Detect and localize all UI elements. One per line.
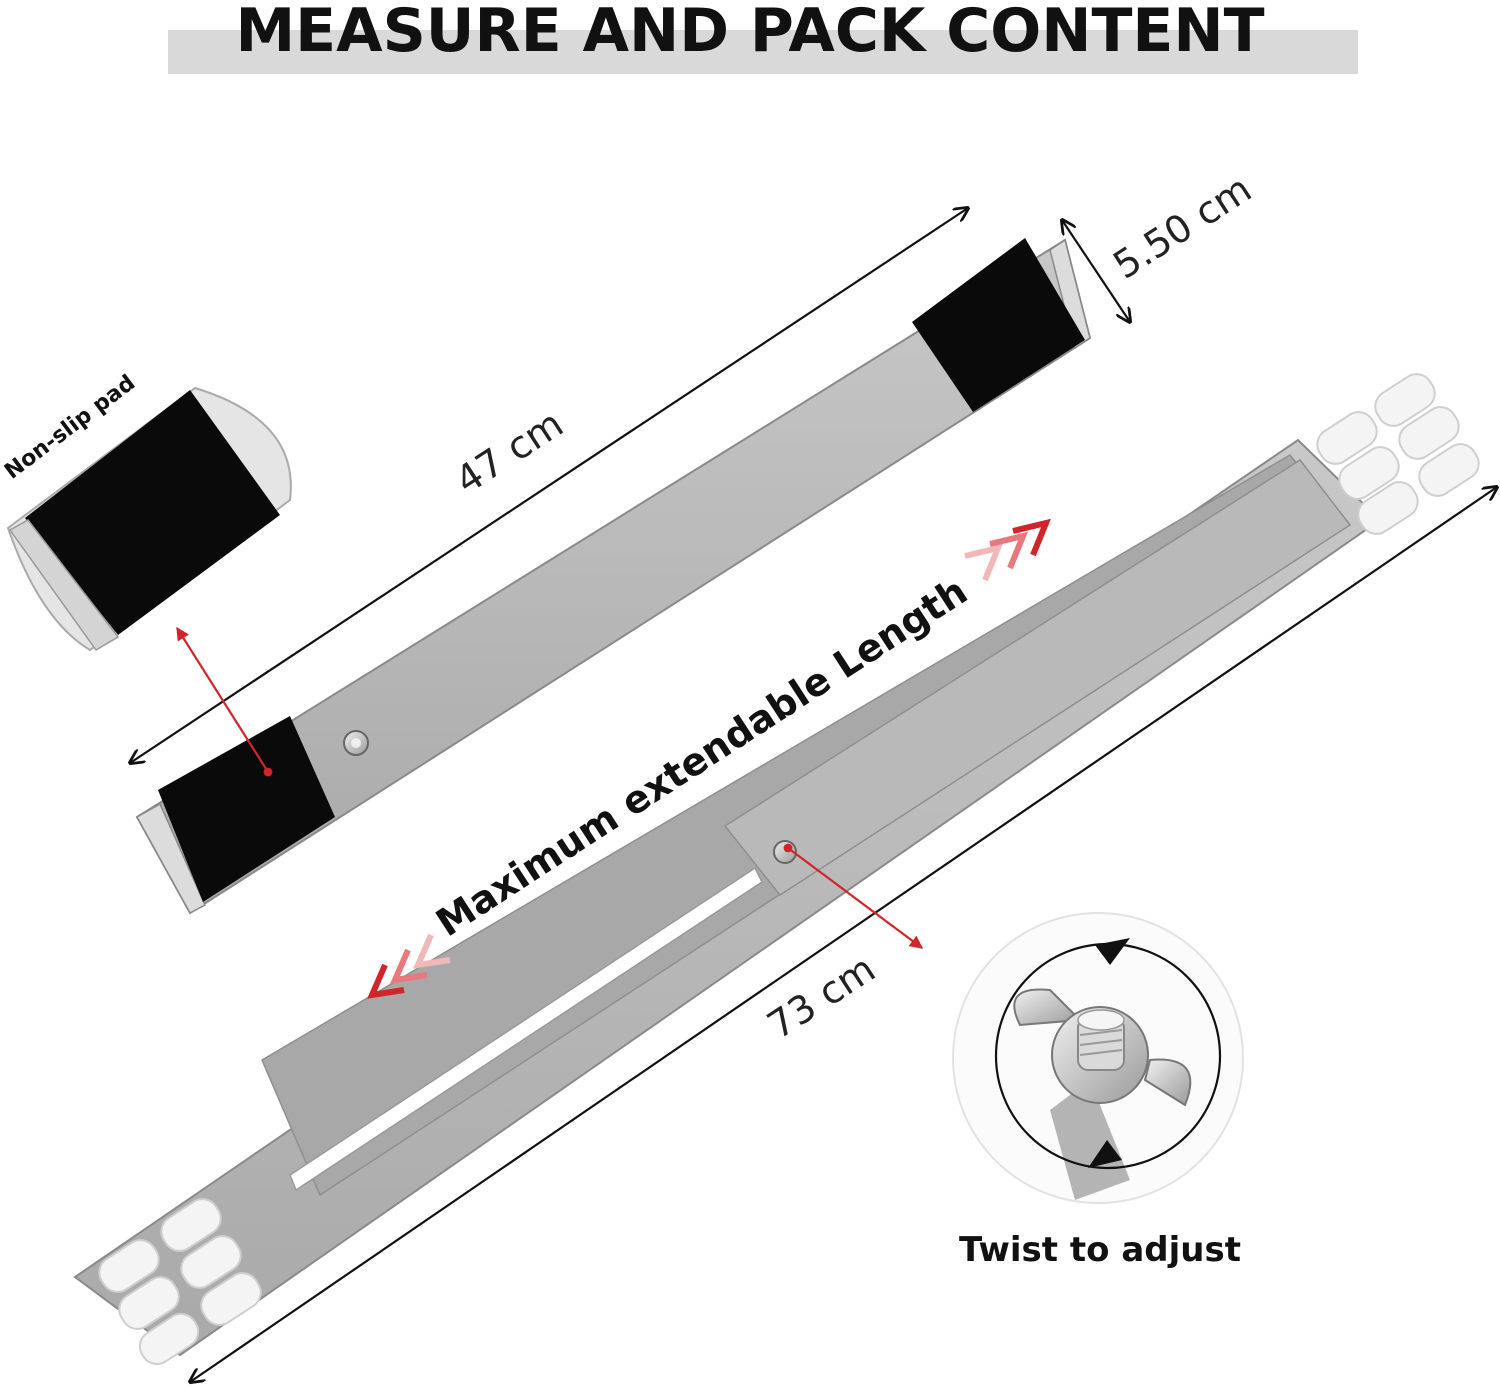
rotate-arrow-icon [1095, 938, 1130, 965]
dimension-line-73 [190, 487, 1497, 1382]
twist-to-adjust-label: Twist to adjust [959, 1230, 1241, 1270]
chevrons-right-icon [964, 518, 1051, 582]
rotate-arrow-icon [1088, 1140, 1122, 1168]
long-bar [73, 438, 1382, 1357]
twist-detail-circle [952, 912, 1244, 1204]
chevrons-left-icon [367, 933, 451, 999]
wing-nut-pointer-line [783, 843, 924, 949]
page-title: MEASURE AND PACK CONTENT [235, 0, 1265, 66]
pad-pointer-line [176, 626, 273, 777]
non-slip-pad-detail [6, 386, 292, 652]
title-background-bar [168, 30, 1358, 74]
dimension-line-5-50 [1062, 220, 1130, 322]
